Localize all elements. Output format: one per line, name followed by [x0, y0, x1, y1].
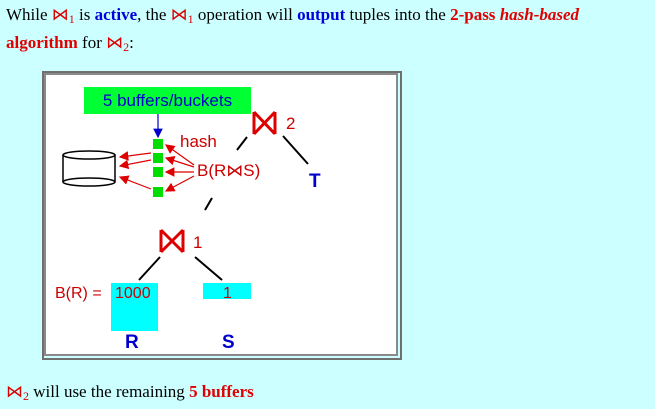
disk-icon	[62, 150, 116, 187]
intro-line-1: While ⋈1 is active, the ⋈1 operation wil…	[6, 5, 579, 27]
colon: :	[129, 33, 134, 52]
join-icon: ⋈2	[6, 382, 29, 403]
diagram-frame-outer	[42, 71, 402, 360]
word-active: active	[94, 5, 138, 24]
r-label: R	[125, 332, 139, 353]
word-for: for	[82, 33, 102, 52]
join-icon: ⋈2	[106, 33, 130, 54]
hash-arrows	[164, 144, 195, 192]
bucket-to-disk-arrows	[118, 151, 152, 190]
bucket-squares	[153, 139, 163, 197]
word-while: While	[6, 5, 48, 24]
br-label: B(R) =	[55, 285, 102, 302]
bottom-line: ⋈2 will use the remaining 5 buffers	[6, 382, 254, 404]
b-r-join-s-label: B(R⋈S)	[197, 161, 260, 180]
s-label: S	[222, 332, 235, 353]
tree-edges	[138, 135, 309, 281]
join-icon: ⋈1	[170, 5, 194, 26]
relation-r-box	[111, 283, 158, 331]
word-hash-based: hash-based	[499, 5, 580, 24]
join-2-icon	[252, 110, 277, 136]
word-will-use: will use the remaining	[33, 382, 185, 401]
word-comma-the: , the	[137, 5, 167, 24]
word-algorithm: algorithm	[6, 33, 78, 52]
hash-label: hash	[180, 132, 217, 151]
join-icon: ⋈1	[51, 5, 75, 26]
word-is: is	[79, 5, 91, 24]
intro-line-2: algorithm for ⋈2:	[6, 33, 134, 55]
word-output: output	[297, 5, 346, 24]
t-label: T	[309, 171, 321, 192]
s-value: 1	[223, 285, 232, 302]
diagram-frame	[44, 73, 398, 356]
join-2-number: 2	[286, 114, 295, 133]
word-2-pass: 2-pass	[450, 5, 496, 24]
br-value: 1000	[115, 285, 151, 302]
word-tuples-into: tuples into the	[349, 5, 446, 24]
word-operation-will: operation will	[197, 5, 293, 24]
word-five-buffers: 5 buffers	[189, 382, 254, 401]
relation-s-box	[203, 283, 251, 299]
buffers-buckets-label: 5 buffers/buckets	[84, 87, 251, 114]
join-1-icon	[159, 228, 185, 254]
join-1-number: 1	[193, 233, 202, 252]
